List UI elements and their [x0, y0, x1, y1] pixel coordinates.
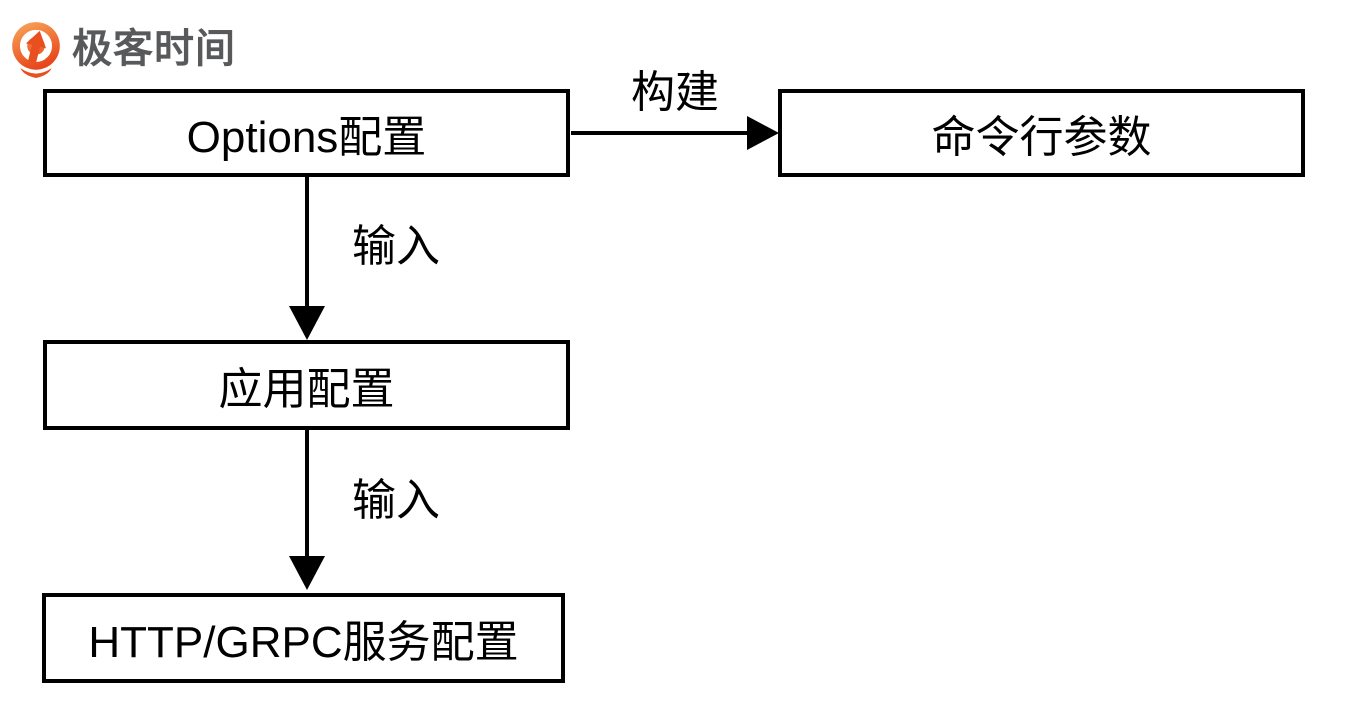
edge-label-build: 构建 [631, 68, 719, 117]
build-arrow [571, 116, 779, 150]
node-commandline-params-label: 命令行参数 [931, 113, 1152, 162]
input-arrow-1 [289, 177, 325, 340]
node-app-config-label: 应用配置 [218, 365, 395, 414]
geektime-logo-icon [12, 22, 60, 78]
edge-label-input-2: 输入 [352, 476, 440, 525]
node-http-grpc-service-config-label: HTTP/GRPC服务配置 [88, 618, 519, 667]
node-options-config: Options配置 [43, 89, 570, 177]
node-commandline-params: 命令行参数 [778, 89, 1305, 177]
edge-label-input-1: 输入 [352, 222, 440, 271]
node-options-config-label: Options配置 [186, 113, 427, 162]
node-http-grpc-service-config: HTTP/GRPC服务配置 [42, 593, 565, 683]
input-arrow-2 [289, 430, 325, 590]
brand-name: 极客时间 [72, 27, 236, 71]
node-app-config: 应用配置 [43, 340, 570, 430]
brand-logo: 极客时间 [8, 20, 236, 78]
